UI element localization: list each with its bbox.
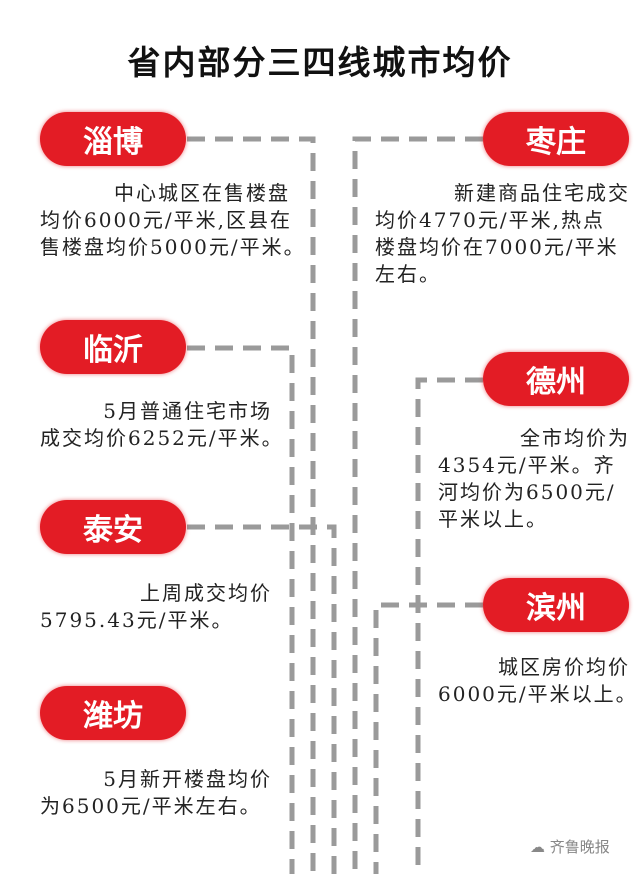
connector-linyi	[187, 345, 295, 874]
page-title: 省内部分三四线城市均价	[127, 43, 513, 82]
desc-line: 全市均价为	[520, 426, 630, 450]
desc-line: 成交均价6252元/平米。	[40, 426, 284, 450]
city-label-binzhou: 滨州	[483, 578, 629, 632]
city-label-linyi: 临沂	[40, 320, 186, 374]
desc-line: 中心城区在售楼盘	[114, 181, 290, 205]
city-desc-zibo: 中心城区在售楼盘 均价6000元/平米,区县在 售楼盘均价5000元/平米。	[40, 180, 306, 261]
connector-binzhou	[373, 602, 483, 874]
desc-line: 上周成交均价	[140, 581, 272, 605]
desc-line: 5月新开楼盘均价	[103, 767, 272, 791]
desc-line: 5月普通住宅市场	[103, 399, 272, 423]
city-label-taian: 泰安	[40, 500, 186, 554]
city-label-zibo: 淄博	[40, 112, 186, 166]
city-desc-zaozhuang: 新建商品住宅成交 均价4770元/平米,热点 楼盘均价在7000元/平米 左右。	[375, 180, 630, 288]
city-desc-binzhou: 城区房价均价 6000元/平米以上。	[438, 654, 638, 708]
desc-line: 5795.43元/平米。	[40, 608, 234, 632]
desc-line: 楼盘均价在7000元/平米	[375, 235, 619, 259]
city-desc-linyi: 5月普通住宅市场 成交均价6252元/平米。	[40, 398, 284, 452]
city-label-weifang: 潍坊	[40, 686, 186, 740]
desc-line: 河均价为6500元/	[438, 480, 616, 504]
city-desc-weifang: 5月新开楼盘均价 为6500元/平米左右。	[40, 766, 272, 820]
desc-line: 为6500元/平米左右。	[40, 794, 262, 818]
connector-taian	[187, 524, 337, 874]
city-desc-taian: 上周成交均价 5795.43元/平米。	[40, 580, 272, 634]
city-desc-dezhou: 全市均价为 4354元/平米。齐 河均价为6500元/ 平米以上。	[438, 425, 630, 533]
city-label-dezhou: 德州	[483, 352, 629, 406]
desc-line: 均价4770元/平米,热点	[375, 208, 605, 232]
connector-dezhou	[415, 377, 483, 874]
desc-line: 6000元/平米以上。	[438, 682, 638, 706]
connector-zibo	[187, 136, 316, 874]
desc-line: 左右。	[375, 262, 441, 286]
watermark-text: 齐鲁晚报	[549, 838, 610, 856]
desc-line: 4354元/平米。齐	[438, 453, 616, 477]
connector-zaozhuang	[352, 136, 483, 874]
desc-line: 新建商品住宅成交	[454, 181, 630, 205]
desc-line: 平米以上。	[438, 507, 548, 531]
desc-line: 均价6000元/平米,区县在	[40, 208, 292, 232]
city-label-zaozhuang: 枣庄	[483, 112, 629, 166]
desc-line: 城区房价均价	[498, 655, 630, 679]
wechat-icon: ☁	[530, 838, 550, 856]
watermark: ☁ 齐鲁晚报	[530, 836, 610, 857]
desc-line: 售楼盘均价5000元/平米。	[40, 235, 306, 259]
